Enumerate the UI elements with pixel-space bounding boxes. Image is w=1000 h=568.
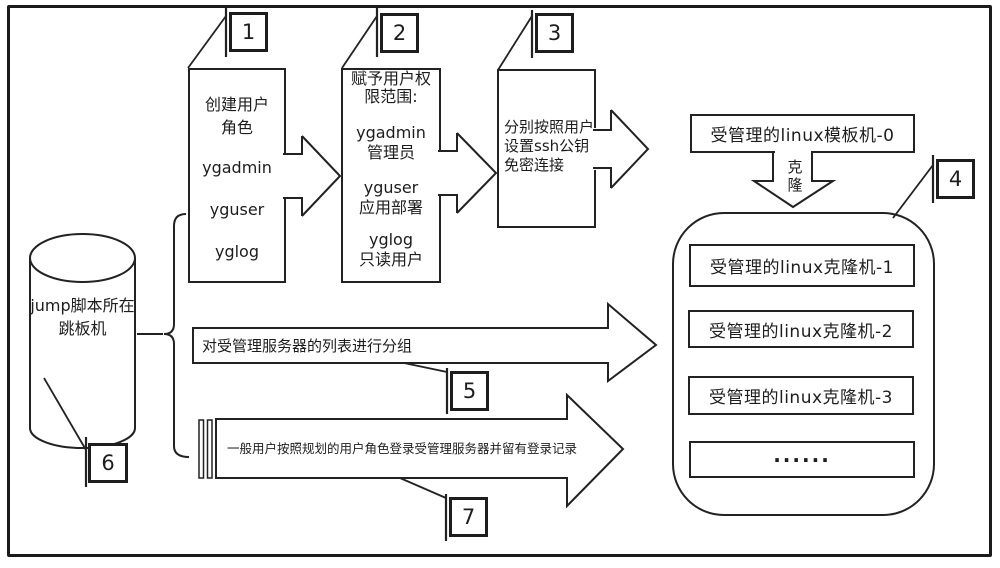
clone-machine-2-label: 受管理的linux克隆机-2	[708, 321, 893, 342]
ref-number-5: 5	[462, 379, 477, 403]
figure-border	[7, 5, 992, 557]
ref-label-2: 2	[380, 13, 419, 53]
create-roles-title-line1: 创建用户	[204, 95, 269, 114]
ref-number-3: 3	[547, 21, 562, 45]
ssh-key-line2: 设置ssh公钥	[504, 137, 590, 155]
clone-arrow-label: 克 隆	[781, 158, 809, 194]
grant-yguser: yguser	[363, 178, 419, 197]
clone-machine-3-label: 受管理的linux克隆机-3	[708, 388, 893, 408]
grant-yglog-role: 只读用户	[358, 250, 423, 269]
clone-group-container	[672, 212, 935, 516]
ref-label-7: 7	[449, 497, 488, 537]
ref-number-7: 7	[461, 505, 476, 529]
role-ygadmin: ygadmin	[202, 158, 272, 177]
role-yglog: yglog	[214, 242, 259, 261]
grant-yglog: yglog	[368, 230, 413, 249]
grant-ygadmin: ygadmin	[356, 123, 426, 142]
ref-label-6: 6	[88, 443, 128, 483]
ref-number-2: 2	[392, 21, 407, 45]
ssh-key-line3: 免密连接	[504, 156, 565, 174]
clone-char-2: 隆	[787, 175, 803, 194]
group-arrow-label: 对受管理服务器的列表进行分组	[202, 337, 413, 355]
role-yguser: yguser	[209, 200, 265, 219]
grant-title-line2: 限范围:	[364, 87, 418, 106]
clone-machine-1-box: 受管理的linux克隆机-1	[689, 244, 915, 287]
clone-machine-more-box: ······	[689, 441, 915, 478]
template-machine-box: 受管理的linux模板机-0	[690, 114, 915, 153]
ssh-key-line1: 分别按照用户	[504, 118, 595, 136]
grant-ygadmin-role: 管理员	[366, 143, 415, 162]
ref-label-4: 4	[936, 159, 975, 199]
clone-char-1: 克	[787, 158, 803, 176]
ref-number-6: 6	[101, 451, 115, 475]
ref-number-4: 4	[948, 167, 963, 191]
ref-label-5: 5	[450, 371, 489, 411]
grant-title-line1: 赋予用户权	[350, 69, 431, 88]
ref-number-1: 1	[241, 20, 256, 44]
ellipsis-more-machines: ······	[773, 447, 831, 472]
jump-host-label-line1: jump脚本所在	[30, 296, 135, 315]
clone-machine-3-box: 受管理的linux克隆机-3	[688, 376, 914, 415]
clone-machine-2-box: 受管理的linux克隆机-2	[688, 310, 914, 348]
ref-label-1: 1	[229, 12, 268, 52]
grant-yguser-role: 应用部署	[358, 198, 423, 217]
login-arrow-label: 一般用户按照规划的用户角色登录受管理服务器并留有登录记录	[227, 441, 578, 456]
create-roles-title-line2: 角色	[220, 118, 253, 137]
ref-label-3: 3	[535, 13, 574, 53]
template-machine-label: 受管理的linux模板机-0	[710, 126, 895, 146]
jump-host-label-line2: 跳板机	[58, 319, 107, 338]
clone-machine-1-label: 受管理的linux克隆机-1	[709, 258, 894, 278]
